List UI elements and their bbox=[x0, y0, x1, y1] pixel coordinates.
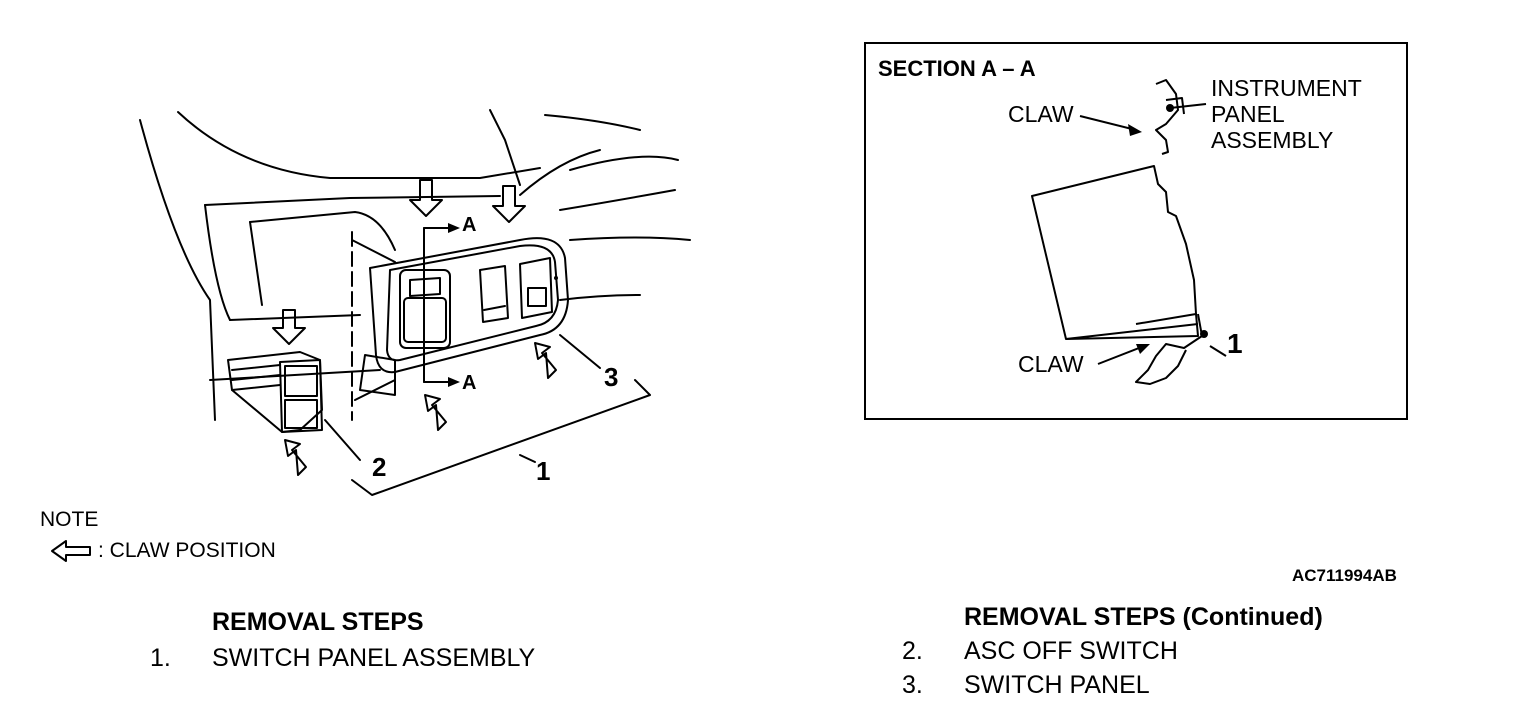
callout-2: 2 bbox=[372, 452, 387, 482]
section-mark-top: A bbox=[462, 214, 477, 236]
instrument-panel-label-2: PANEL bbox=[1211, 101, 1285, 127]
removal-steps-continued-heading: REMOVAL STEPS (Continued) bbox=[964, 603, 1323, 631]
switch-panel bbox=[369, 237, 569, 374]
claw-legend: : CLAW POSITION bbox=[50, 538, 276, 564]
section-callout-1: 1 bbox=[1227, 328, 1243, 359]
section-mark-bottom: A bbox=[462, 372, 477, 394]
step-number: 1. bbox=[150, 644, 171, 672]
instrument-panel-label-1: INSTRUMENT bbox=[1211, 75, 1362, 101]
step-number: 3. bbox=[902, 671, 923, 699]
callout-1: 1 bbox=[536, 456, 551, 486]
claw-arrow-icon bbox=[51, 540, 91, 562]
claw-legend-text: : CLAW POSITION bbox=[98, 539, 276, 562]
claw-arrows bbox=[272, 179, 557, 476]
section-box bbox=[864, 42, 1408, 420]
switch-panel-section bbox=[1031, 165, 1199, 340]
note-heading: NOTE bbox=[40, 508, 99, 531]
removal-steps-heading: REMOVAL STEPS bbox=[212, 608, 424, 636]
figure-code: AC711994AB bbox=[1292, 566, 1397, 585]
callout-3: 3 bbox=[604, 362, 619, 392]
asc-off-switch bbox=[227, 351, 323, 433]
claw-label-bottom: CLAW bbox=[1018, 351, 1084, 377]
step-text: SWITCH PANEL ASSEMBLY bbox=[212, 644, 536, 672]
claw-label-top: CLAW bbox=[1008, 101, 1074, 127]
step-text: SWITCH PANEL bbox=[964, 671, 1150, 699]
section-diagram bbox=[1031, 79, 1227, 385]
dash-outline bbox=[139, 119, 216, 421]
step-number: 2. bbox=[902, 637, 923, 665]
section-title: SECTION A – A bbox=[878, 56, 1036, 81]
main-diagram bbox=[139, 109, 691, 496]
instrument-panel-label-3: ASSEMBLY bbox=[1211, 127, 1334, 153]
step-text: ASC OFF SWITCH bbox=[964, 637, 1178, 665]
